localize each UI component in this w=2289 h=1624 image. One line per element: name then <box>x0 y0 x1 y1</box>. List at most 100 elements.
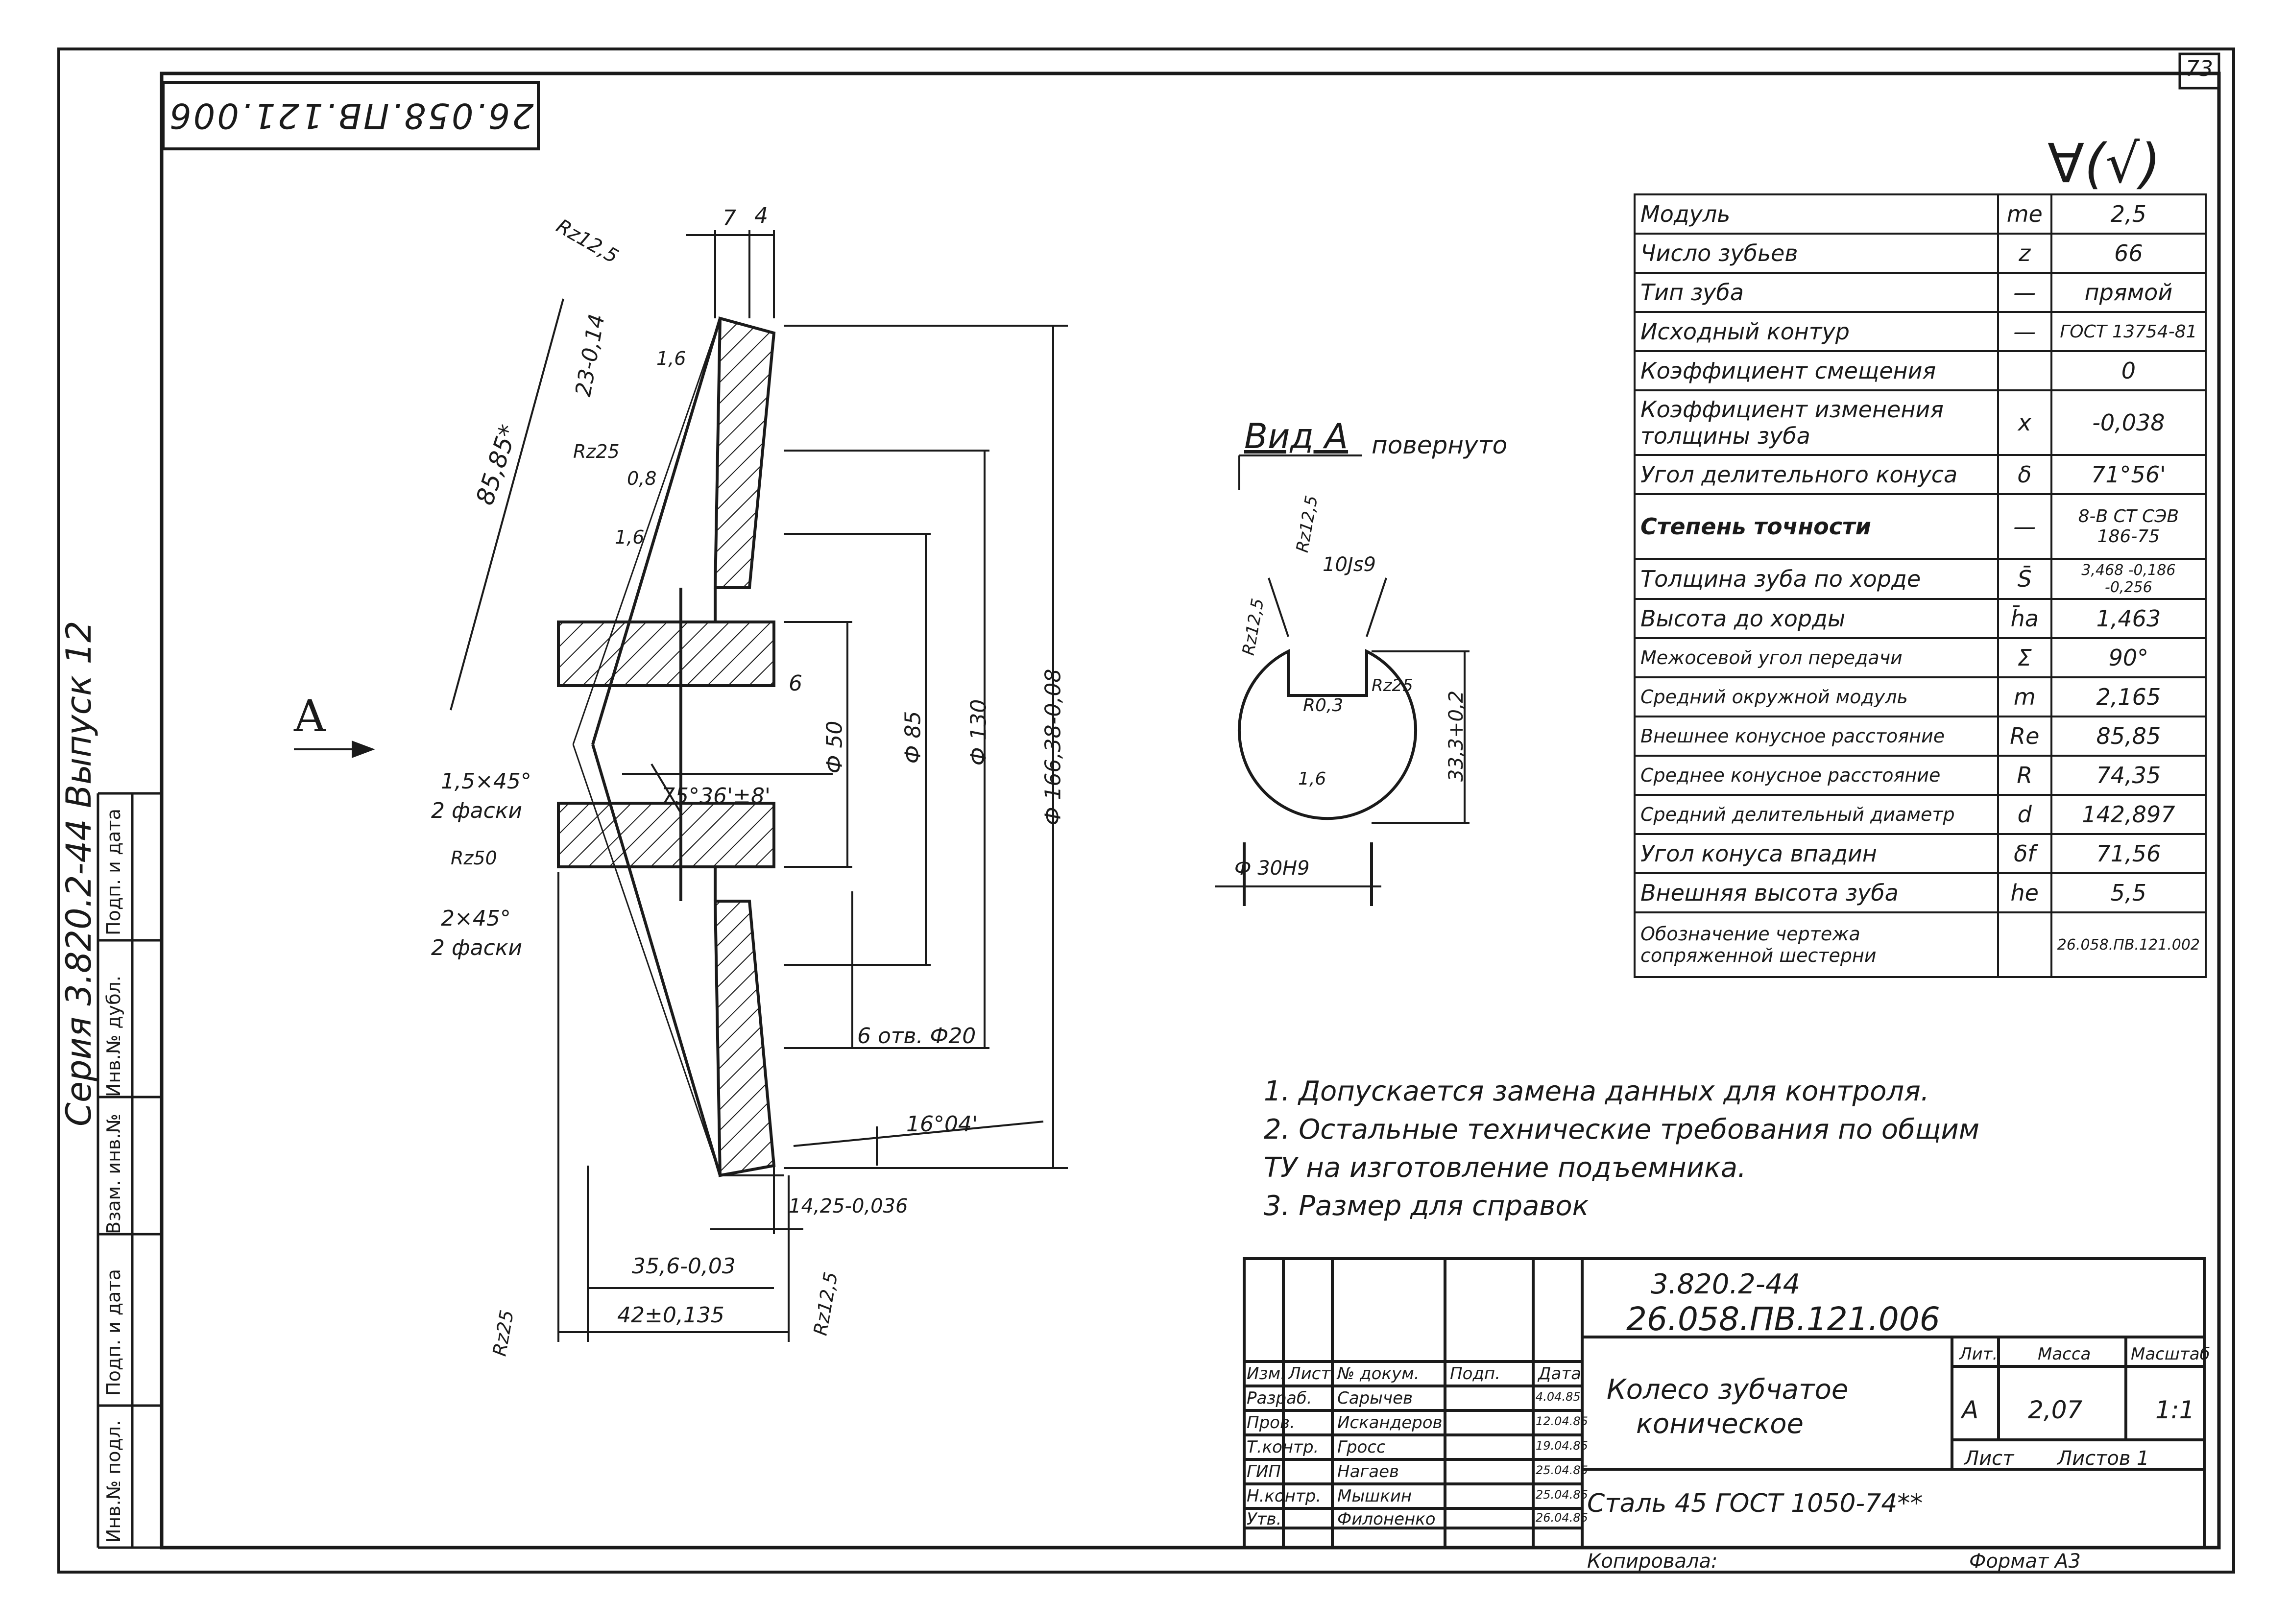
param-name: Толщина зуба по хорде <box>1634 558 1999 600</box>
tb-role: Разраб. <box>1247 1388 1312 1408</box>
param-value: 142,897 <box>2050 794 2207 835</box>
tb-copied: Копировала: <box>1587 1550 1718 1573</box>
page-number: 73 <box>2186 56 2213 81</box>
param-value: -0,038 <box>2050 389 2207 456</box>
tb-date: 19.04.85 <box>1536 1439 1588 1453</box>
param-symbol: m <box>1997 676 2052 717</box>
dim-angle2: 16°04' <box>906 1112 978 1137</box>
page-number-box <box>2178 52 2220 90</box>
dim-chamfer1-note: 2 фаски <box>431 798 522 823</box>
tb-header-col: Изм. <box>1247 1364 1286 1384</box>
param-symbol: R <box>1997 755 2052 796</box>
tb-name-line1: Колесо зубчатое <box>1607 1374 1849 1406</box>
view-a-subtitle: повернуто <box>1372 431 1508 459</box>
tb-lit: А <box>1962 1396 1979 1424</box>
tb-person: Сарычев <box>1337 1388 1413 1408</box>
view-a-width-key: 10Js9 <box>1323 553 1376 576</box>
param-name: Межосевой угол передачи <box>1634 637 1999 678</box>
param-value: 71°56' <box>2050 454 2207 495</box>
param-value: 2,165 <box>2050 676 2207 717</box>
tb-code: 26.058.ПВ.121.006 <box>1626 1300 1940 1338</box>
param-symbol: x <box>1997 389 2052 456</box>
dim-rz50: Rz50 <box>451 847 497 869</box>
param-name: Коэффициент изменения толщины зуба <box>1634 389 1999 456</box>
dim-d130: Ф 130 <box>966 699 991 766</box>
tb-lit-label: Лит. <box>1959 1344 1998 1364</box>
view-a-lines <box>1215 454 1470 906</box>
param-value: 71,56 <box>2050 833 2207 874</box>
tb-header-col: Дата <box>1538 1364 1582 1384</box>
tb-header-col: Лист <box>1288 1364 1331 1384</box>
tb-format: Формат А3 <box>1969 1550 2081 1573</box>
tb-role: Т.контр. <box>1247 1437 1319 1457</box>
tb-date: 26.04.85 <box>1536 1511 1588 1525</box>
note-line: ТУ на изготовление подъемника. <box>1264 1152 1746 1184</box>
param-name: Коэффициент смещения <box>1634 350 1999 391</box>
param-name: Исходный контур <box>1634 311 1999 352</box>
param-value: 3,468 -0,186 -0,256 <box>2050 558 2207 600</box>
param-name: Внешняя высота зуба <box>1634 872 1999 913</box>
param-symbol: — <box>1997 272 2052 313</box>
param-symbol <box>1997 350 2052 391</box>
dim-d166: Ф 166,38-0,08 <box>1040 669 1066 826</box>
note-line: 2. Остальные технические требования по о… <box>1264 1114 1980 1146</box>
note-line: 3. Размер для справок <box>1264 1190 1589 1222</box>
param-symbol: mе <box>1997 193 2052 235</box>
param-symbol: — <box>1997 493 2052 560</box>
param-symbol: z <box>1997 233 2052 274</box>
param-symbol: δ <box>1997 454 2052 495</box>
param-symbol <box>1997 911 2052 978</box>
view-a-rz25: Rz25 <box>1372 676 1413 695</box>
tb-person: Искандеров <box>1337 1413 1443 1433</box>
left-strip-label: Подп. и дата <box>103 1269 124 1396</box>
dim-rz25: Rz25 <box>573 441 620 462</box>
param-name: Модуль <box>1634 193 1999 235</box>
view-a-roughness: 1,6 <box>1298 769 1326 789</box>
tb-role: ГИП <box>1247 1462 1281 1481</box>
param-name: Высота до хорды <box>1634 598 1999 639</box>
param-symbol: he <box>1997 872 2052 913</box>
param-name: Угол делительного конуса <box>1634 454 1999 495</box>
param-value: 8-В СТ СЭВ 186-75 <box>2050 493 2207 560</box>
dim-l356: 35,6-0,03 <box>632 1254 736 1279</box>
param-value: 74,35 <box>2050 755 2207 796</box>
param-value: 5,5 <box>2050 872 2207 913</box>
view-a-height: 33,3+0,2 <box>1445 690 1468 782</box>
left-strip-label: Инв.№ подл. <box>103 1420 124 1543</box>
view-a-radius: R0,3 <box>1303 695 1344 716</box>
param-value: 2,5 <box>2050 193 2207 235</box>
title-block: 3.820.2-44 26.058.ПВ.121.006 Колесо зубч… <box>1244 1259 2210 1577</box>
tb-date: 25.04.85 <box>1536 1463 1588 1477</box>
tb-role: Пров. <box>1247 1413 1295 1433</box>
dim-r16b: 1,6 <box>615 526 645 548</box>
tb-sheets-label: Листов 1 <box>2057 1447 2149 1470</box>
tb-date: 25.04.85 <box>1536 1488 1588 1502</box>
tb-role: Н.контр. <box>1247 1486 1322 1506</box>
tb-series: 3.820.2-44 <box>1651 1268 1801 1300</box>
left-strip-label: Инв.№ дубл. <box>103 976 124 1097</box>
tb-person: Филоненко <box>1337 1509 1436 1529</box>
technical-notes: 1. Допускается замена данных для контрол… <box>1264 1073 1979 1225</box>
dim-d85: Ф 85 <box>900 711 926 764</box>
roughness-mark: ∀(√) <box>2048 132 2161 195</box>
param-name: Средний делительный диаметр <box>1634 794 1999 835</box>
dimension-lines <box>294 230 1068 1342</box>
param-name: Степень точности <box>1634 493 1999 560</box>
view-a-bore: Ф 30Н9 <box>1234 857 1310 880</box>
dim-chamfer1: 1,5×45° <box>441 769 531 794</box>
param-value: прямой <box>2050 272 2207 313</box>
table-row: Исходный контур—ГОСТ 13754-81 <box>1634 311 2207 352</box>
tb-date: 12.04.85 <box>1536 1414 1588 1428</box>
left-strip-label: Взам. инв.№ <box>103 1114 124 1234</box>
top-stamp: 26.058.ПВ.121.006 <box>162 81 540 150</box>
dim-holes: 6 отв. Ф20 <box>857 1024 976 1049</box>
